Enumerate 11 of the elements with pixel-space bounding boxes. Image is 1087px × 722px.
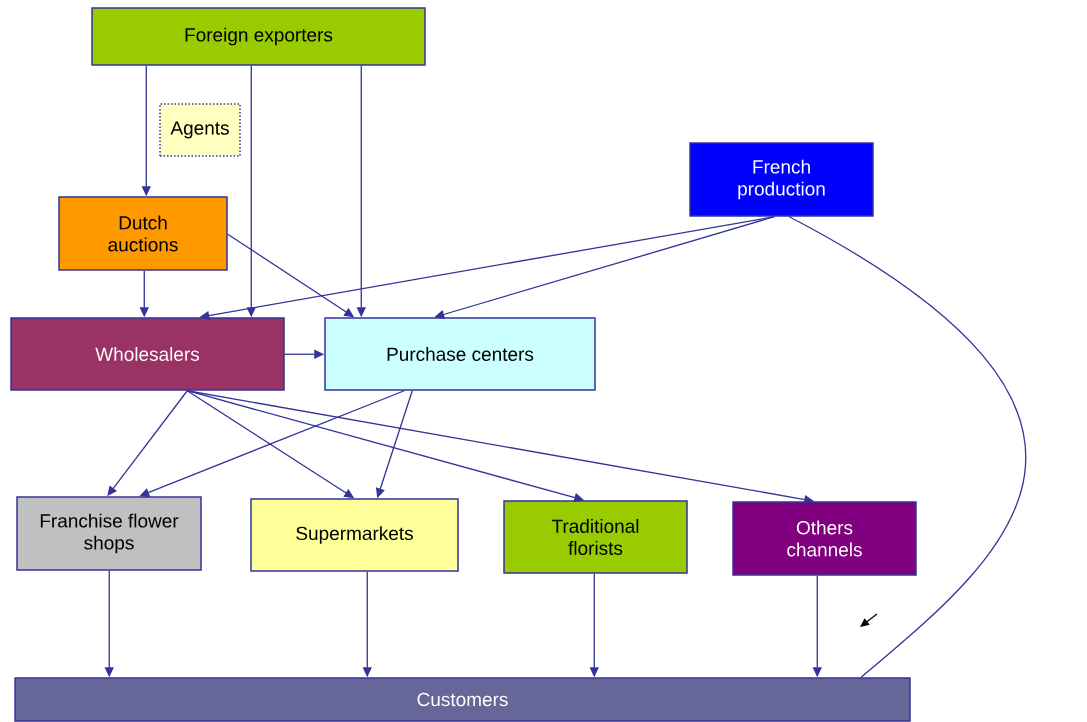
process-box: Franchise flower shops: [16, 496, 202, 571]
process-box: Agents: [159, 103, 241, 157]
process-box: Others channels: [732, 501, 917, 576]
process-box: Purchase centers: [324, 317, 596, 391]
customer-bar: Customers: [14, 677, 911, 722]
process-box: Supermarkets: [250, 498, 459, 572]
process-box: Wholesalers: [10, 317, 285, 391]
process-box: Traditional florists: [503, 500, 688, 574]
process-box: Foreign exporters: [91, 7, 426, 66]
process-box: French production: [689, 142, 874, 217]
process-box: Dutch auctions: [58, 196, 228, 271]
